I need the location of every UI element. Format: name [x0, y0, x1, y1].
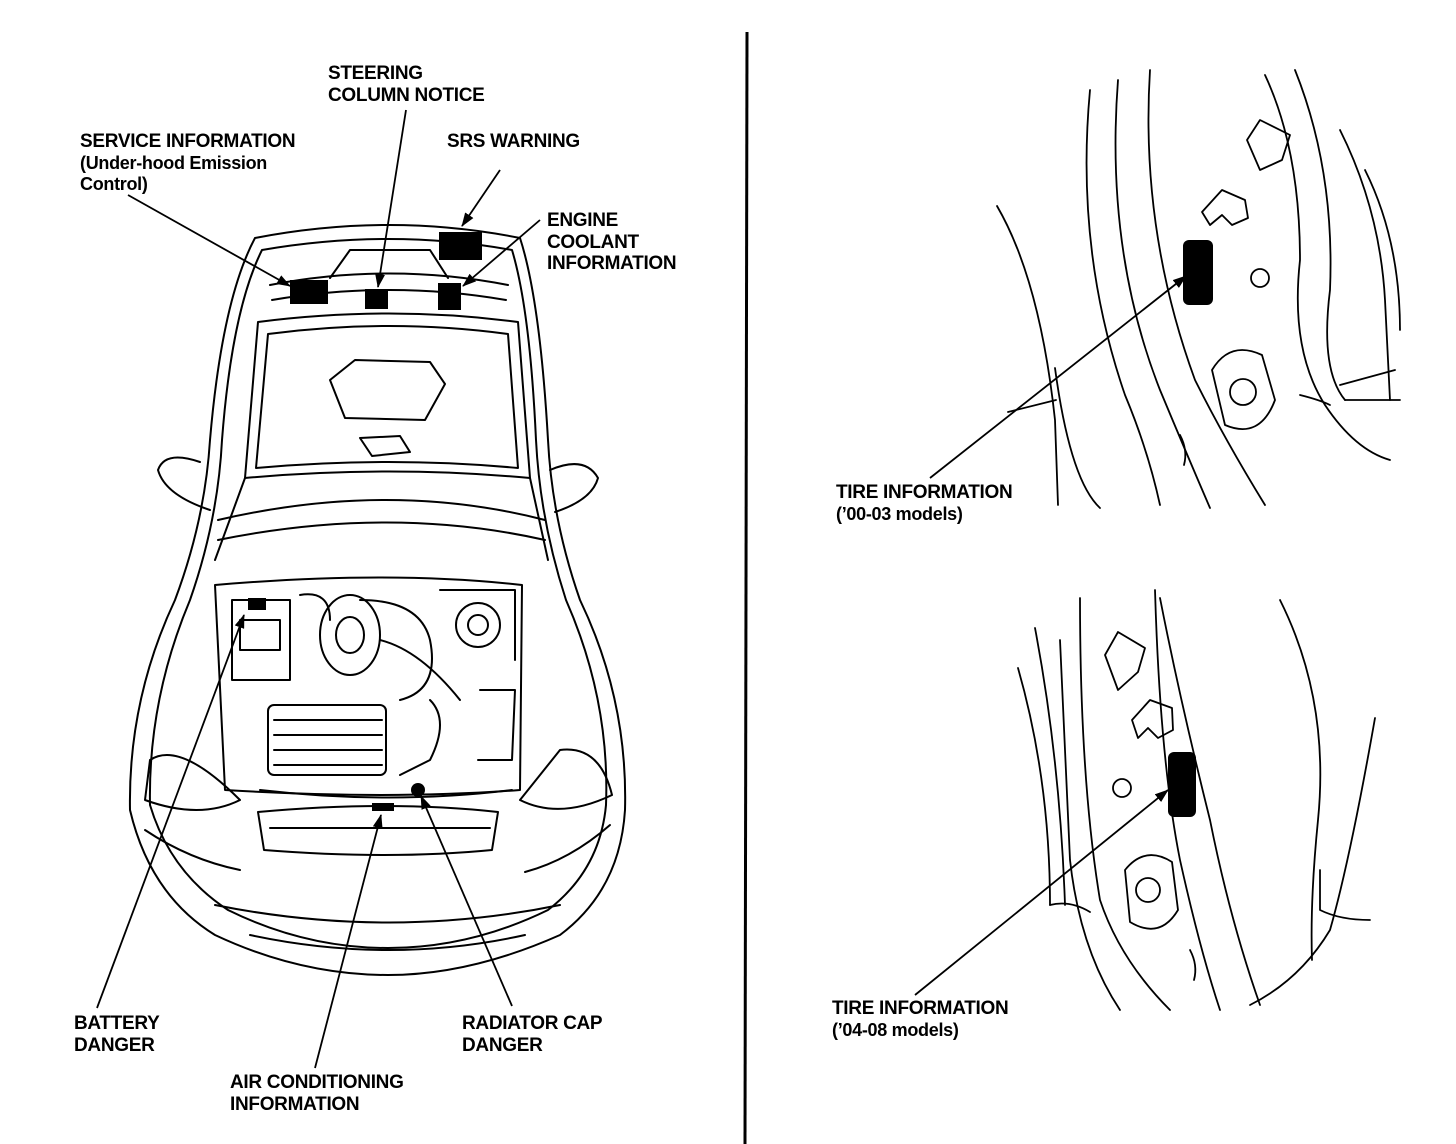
tire-information-sticker-late: [1168, 752, 1196, 817]
right-mirror: [549, 463, 599, 513]
battery-sticker: [248, 598, 266, 610]
left-headlight: [144, 754, 241, 811]
tire-early-leader: [929, 275, 1187, 479]
door-hole-late: [1124, 854, 1179, 930]
tire-information-sticker-early: [1183, 240, 1213, 305]
striker-latch-late: [1131, 699, 1174, 739]
label-tire-information-early: TIRE INFORMATION(’00-03 models): [836, 482, 1013, 524]
door-hole: [1211, 349, 1276, 430]
label-srs-warning: SRS WARNING: [447, 131, 580, 152]
engine-coolant-sticker: [438, 283, 461, 310]
car-top-view: [128, 224, 627, 976]
engine-bay: [214, 576, 523, 796]
open-hood: [244, 312, 531, 479]
door-jamb-late: [1017, 589, 1376, 1011]
door-jamb-early: [996, 69, 1401, 509]
car-leader-lines: [96, 109, 541, 1069]
right-headlight: [519, 748, 613, 810]
tire-late-leader: [914, 789, 1169, 996]
page-divider: [743, 31, 749, 1144]
service-information-sticker: [290, 280, 328, 304]
car-label-stickers: [248, 232, 482, 811]
left-mirror: [157, 456, 211, 511]
srs-warning-sticker: [439, 232, 482, 260]
label-service-information: SERVICE INFORMATION (Under-hood Emission…: [80, 131, 296, 194]
car-body-outline: [128, 224, 627, 976]
steering-column-sticker: [365, 289, 388, 309]
air-conditioning-sticker: [372, 803, 394, 811]
striker-latch: [1201, 189, 1249, 226]
radiator-cap: [411, 783, 425, 797]
label-tire-information-late: TIRE INFORMATION(’04-08 models): [832, 998, 1009, 1040]
